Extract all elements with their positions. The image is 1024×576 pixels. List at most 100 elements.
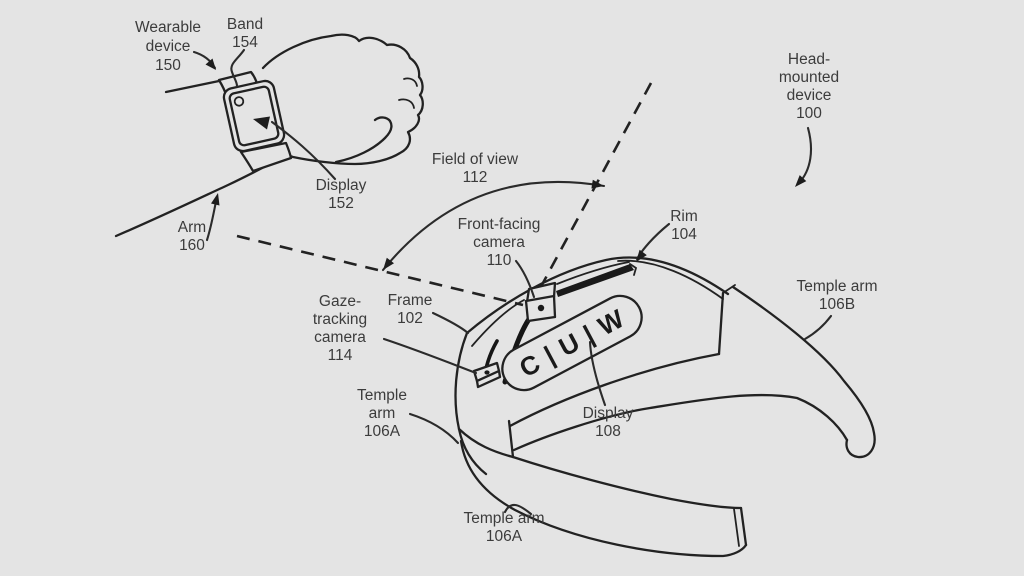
label-front-facing-camera: Front-facing camera 110 [458, 216, 541, 269]
field-of-view-figure [236, 82, 653, 307]
temple-arm-lower-top-edge [511, 455, 743, 510]
gaze-camera-bottom-face [475, 369, 502, 389]
watch-body [222, 79, 286, 153]
leader-frame-102 [431, 311, 470, 335]
label-gaze-camera-line1: Gaze- [319, 293, 361, 310]
leader-temple-arm-106b [803, 314, 833, 341]
label-front-facing-camera-line1: Front-facing [458, 216, 541, 233]
label-gaze-tracking-camera: Gaze- tracking camera 114 [313, 293, 367, 364]
temple-arm-lower-endcap-1 [739, 506, 748, 547]
hinge-seam-line [717, 291, 725, 356]
label-temple-arm-106b-line1: Temple arm [797, 278, 878, 295]
arrowhead-head-mounted [795, 175, 807, 187]
label-wearable-device: Wearable device 150 [135, 19, 201, 74]
label-display-108-line1: Display [583, 405, 634, 422]
leader-display-108 [588, 340, 607, 407]
finger-crease-1 [403, 77, 418, 87]
label-front-facing-camera-ref: 110 [487, 252, 512, 269]
fov-arc-arrowhead-left [383, 257, 394, 270]
label-wearable-device-line1: Wearable [135, 19, 201, 36]
recess-thin-line-right [556, 261, 630, 285]
label-wearable-device-ref: 150 [155, 57, 181, 74]
fov-dashed-right [535, 82, 653, 295]
fov-dashed-left [236, 234, 524, 307]
leader-lines [192, 48, 833, 516]
recess-wedge-right [556, 264, 634, 297]
leader-front-camera [514, 259, 536, 299]
label-head-mounted-line3: device [787, 87, 832, 104]
label-temple-arm-106a-left-line2: arm [369, 405, 396, 422]
frame-left-edge [454, 331, 488, 476]
frame-bottom-edge [457, 427, 515, 459]
thumb-line [334, 116, 393, 164]
leader-display-152 [270, 120, 337, 181]
temple-arm-lower-bottom-edge [459, 439, 748, 558]
label-head-mounted-line1: Head- [788, 51, 830, 68]
label-gaze-camera-ref: 114 [328, 347, 353, 364]
label-display-108-ref: 108 [595, 423, 621, 440]
label-temple-arm-106a-bottom-ref: 106A [486, 528, 523, 545]
label-temple-arm-106a-bottom-line1: Temple arm [464, 510, 545, 527]
front-camera-lens-dot [537, 304, 545, 312]
label-field-of-view: Field of view 112 [432, 151, 519, 186]
watch-camera-dot [233, 96, 245, 107]
temple-arm-right-outline [731, 285, 876, 459]
label-arm-160-line1: Arm [178, 219, 206, 236]
front-facing-camera-block [524, 281, 557, 323]
label-temple-arm-106a-left: Temple arm 106A [357, 387, 407, 440]
labels: Wearable device 150 Band 154 Display 152… [135, 16, 878, 545]
label-gaze-camera-line3: camera [314, 329, 366, 346]
wearable-device-figure [114, 33, 424, 238]
label-temple-arm-106b: Temple arm 106B [797, 278, 878, 313]
inner-opening-lower-curve [512, 393, 849, 452]
rim-outer-curve [465, 256, 730, 335]
label-temple-arm-106a-left-ref: 106A [364, 423, 401, 440]
label-frame-102-ref: 102 [397, 310, 423, 327]
finger-crease-2 [398, 98, 415, 109]
label-display-152-ref: 152 [328, 195, 354, 212]
hmd-display-outline [501, 294, 643, 392]
inner-opening-upper-curve [508, 352, 721, 428]
label-frame-102-line1: Frame [388, 292, 433, 309]
label-rim-ref: 104 [671, 226, 697, 243]
head-mounted-device-figure: C | U | W [454, 256, 876, 558]
label-display-152-line1: Display [316, 177, 367, 194]
label-field-of-view-line1: Field of view [432, 151, 519, 168]
label-front-facing-camera-line2: camera [473, 234, 525, 251]
leader-gaze-camera [382, 337, 478, 375]
leader-head-mounted [797, 126, 813, 185]
label-frame-102: Frame 102 [388, 292, 433, 327]
label-rim: Rim 104 [670, 208, 698, 243]
label-head-mounted-device: Head- mounted device 100 [779, 51, 839, 122]
leader-band [230, 48, 246, 88]
label-temple-arm-106a-left-line1: Temple [357, 387, 407, 404]
recess-thin-line-left [471, 299, 525, 347]
hand-outline [261, 33, 424, 166]
temple-arm-lower-endcap-2 [733, 508, 740, 547]
smartwatch [222, 79, 286, 153]
rim-inner-curve [617, 259, 724, 300]
label-head-mounted-line2: mounted [779, 69, 839, 86]
label-band-ref: 154 [232, 34, 258, 51]
label-head-mounted-ref: 100 [796, 105, 822, 122]
label-arm-160: Arm 160 [178, 219, 206, 254]
arrowhead-wearable-device [205, 58, 216, 70]
frame-right-seam [507, 419, 515, 459]
arm-top-line [164, 79, 221, 94]
recess-step-right [629, 263, 638, 276]
label-temple-arm-106b-ref: 106B [819, 296, 855, 313]
label-display-152: Display 152 [316, 177, 367, 212]
label-band: Band 154 [227, 16, 263, 51]
arrowhead-rim [636, 249, 647, 262]
label-wearable-device-line2: device [146, 38, 191, 55]
label-gaze-camera-line2: tracking [313, 311, 367, 328]
fov-arc [381, 180, 606, 272]
label-field-of-view-ref: 112 [463, 169, 488, 186]
arrowhead-display-152 [253, 116, 270, 130]
leader-temple-arm-106a-bottom [503, 503, 533, 516]
watch-screen [228, 85, 280, 147]
fov-arc-arrowhead-right [591, 179, 604, 189]
label-arm-160-ref: 160 [179, 237, 205, 254]
